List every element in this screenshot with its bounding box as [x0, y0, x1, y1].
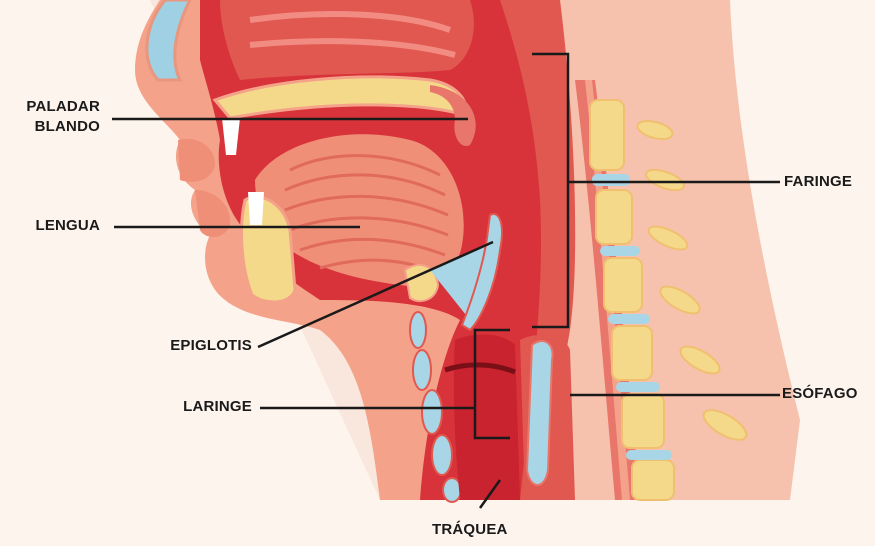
- trachea: [454, 335, 520, 500]
- label-paladar-line1: PALADAR: [10, 97, 100, 117]
- label-paladar-blando: PALADAR BLANDO: [10, 97, 100, 137]
- label-faringe: FARINGE: [784, 172, 870, 192]
- label-laringe: LARINGE: [168, 397, 252, 417]
- label-lengua: LENGUA: [26, 216, 100, 236]
- label-paladar-line2: BLANDO: [10, 117, 100, 137]
- label-esofago: ESÓFAGO: [782, 384, 872, 404]
- esophagus-cartilage: [527, 341, 553, 485]
- label-epiglotis: EPIGLOTIS: [150, 336, 252, 356]
- label-traquea: TRÁQUEA: [432, 520, 528, 540]
- lower-tooth: [248, 192, 264, 225]
